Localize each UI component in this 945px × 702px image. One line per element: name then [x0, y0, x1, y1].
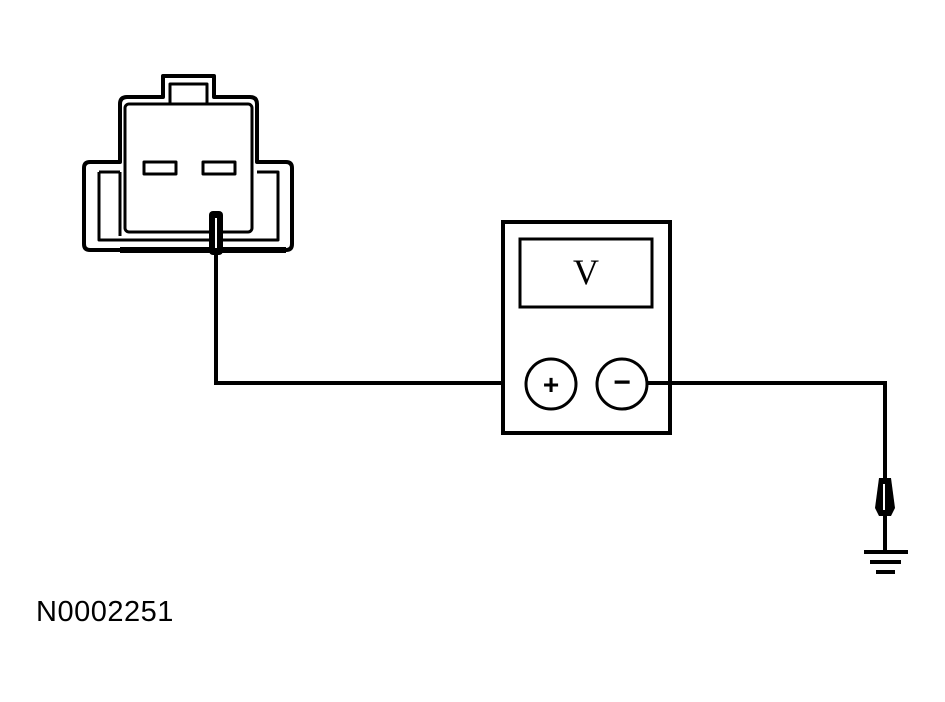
- negative-wire: [647, 381, 887, 480]
- multimeter: V + −: [501, 220, 672, 435]
- connector-body: [123, 102, 254, 234]
- connector: [82, 74, 294, 253]
- connector-shell-outer: [82, 74, 294, 252]
- positive-terminal: [524, 357, 578, 411]
- reference-id: N0002251: [36, 596, 174, 628]
- negative-terminal-label: −: [613, 366, 631, 399]
- display-symbol: V: [573, 252, 599, 292]
- connector-pin-1: [142, 160, 178, 176]
- connector-pin-2: [201, 160, 237, 176]
- ground-icon: [864, 550, 908, 574]
- positive-wire: [214, 252, 526, 385]
- connector-latch: [168, 82, 209, 104]
- probe-lead-negative: [647, 381, 895, 552]
- connector-shell-inner: [97, 170, 280, 242]
- multimeter-display: [518, 237, 654, 309]
- positive-terminal-label: +: [543, 369, 559, 400]
- probe-lead-positive: [209, 211, 526, 385]
